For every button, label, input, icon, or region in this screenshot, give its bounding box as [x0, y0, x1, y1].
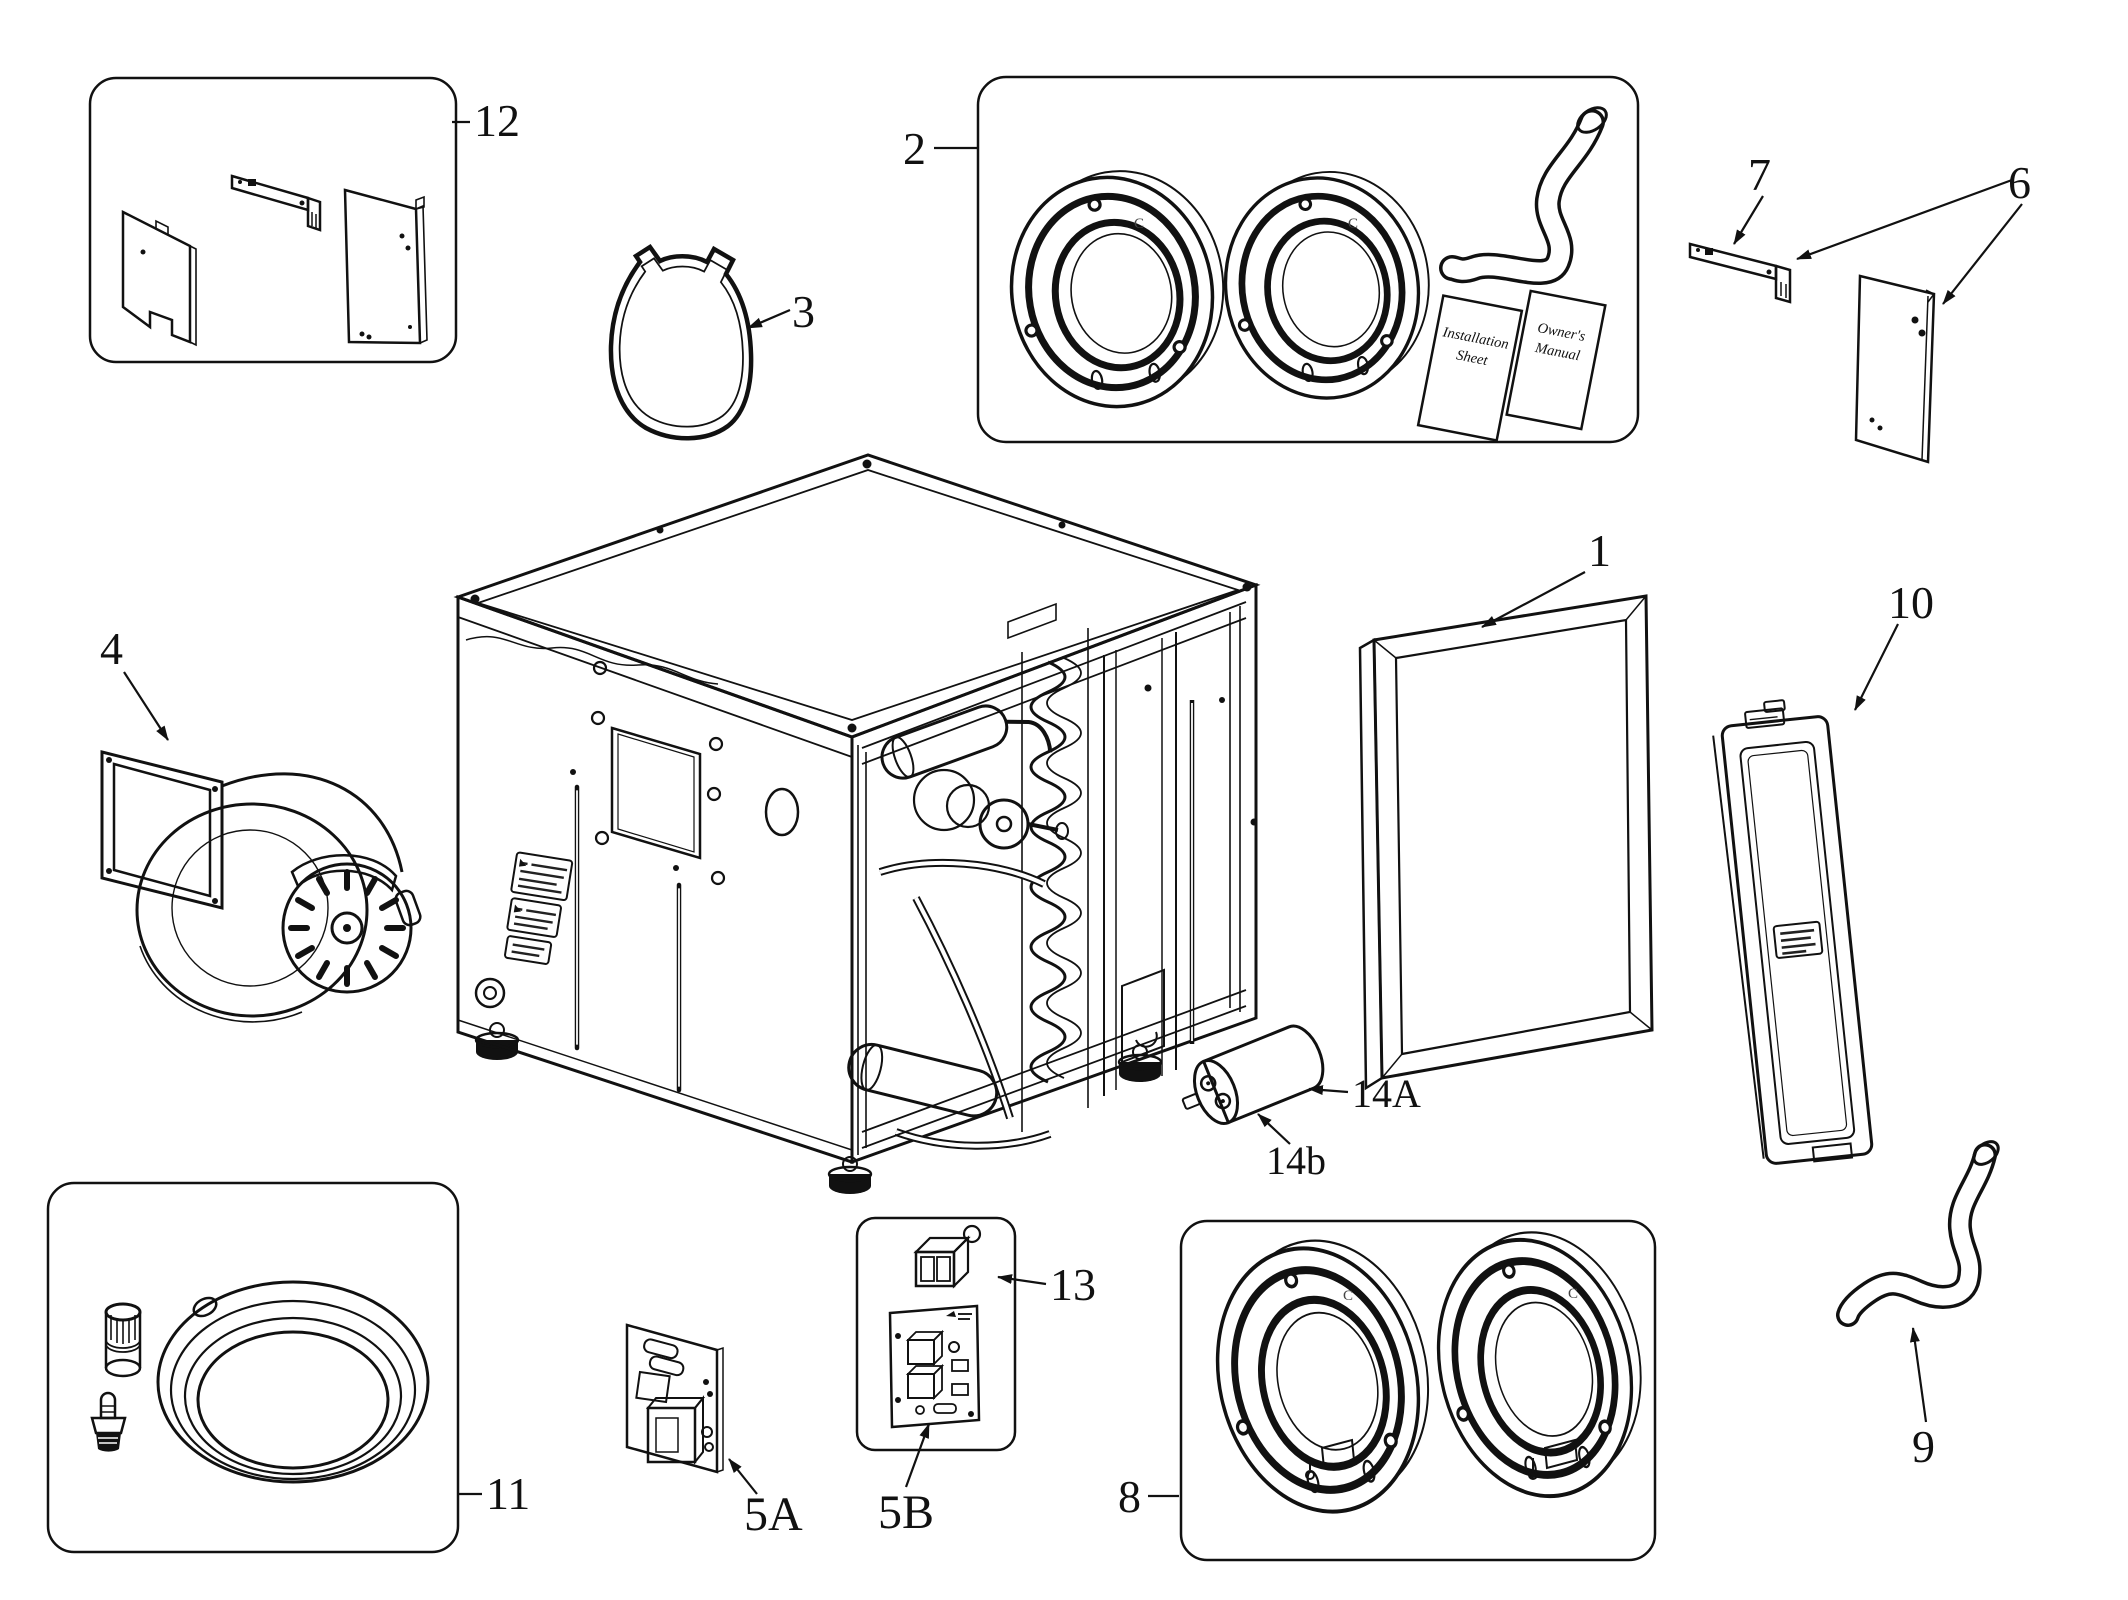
- callout-14b-label: 14b: [1266, 1138, 1326, 1183]
- service-valve: [978, 798, 1069, 850]
- part-1-filter: [1358, 594, 1654, 1091]
- callout-9-label: 9: [1912, 1421, 1935, 1472]
- part-12-bracket: [230, 174, 322, 232]
- door-label: [1772, 920, 1824, 959]
- callout-5a-label: 5A: [744, 1488, 803, 1541]
- part-4-blower: [100, 750, 422, 1023]
- part-8-collar-a-mark: C: [1343, 1288, 1353, 1304]
- callout-13-line: [997, 1274, 1047, 1286]
- part-5a-board: [625, 1323, 724, 1474]
- part-11-drain-fitting: [90, 1391, 127, 1452]
- part-12-left-panel: [121, 209, 197, 347]
- callout-6-line-a: [1796, 178, 2013, 261]
- unit-top-face: [453, 453, 1261, 739]
- callout-10-label: 10: [1888, 577, 1934, 628]
- kit-box-2: C C Installation Sheet Owner's Manual: [976, 75, 1640, 444]
- callout-1-label: 1: [1588, 525, 1611, 576]
- part-5b-board: [888, 1304, 981, 1429]
- callout-4-line: [123, 671, 169, 741]
- blower-inlet-plate: [100, 750, 224, 910]
- callout-8-label: 8: [1118, 1471, 1141, 1522]
- part-2-collar-a: [993, 155, 1242, 422]
- doc-installation-line1: Installation: [1440, 324, 1510, 353]
- kit-box-5b: [855, 1216, 1017, 1452]
- relay-1: [905, 1329, 945, 1367]
- relay-2: [905, 1363, 945, 1401]
- callout-3-line: [747, 308, 791, 330]
- main-unit: [453, 453, 1261, 1194]
- unit-right-bay: [847, 582, 1258, 1165]
- part-11-hose-coil: [156, 1280, 430, 1484]
- evaporator-coil: [1029, 660, 1067, 1084]
- part-2-hose: [1439, 106, 1608, 285]
- part-11-cap-fitting: [104, 1302, 142, 1378]
- callout-6-label: 6: [2008, 157, 2031, 208]
- callout-12-label: 12: [474, 95, 520, 146]
- callout-5a-line: [728, 1458, 758, 1495]
- kit-box-8: C C: [1179, 1212, 1669, 1562]
- part-2-collar-b-mark: C: [1348, 216, 1358, 232]
- callout-11-label: 11: [486, 1468, 530, 1519]
- part-14-capacitor: [1181, 1024, 1325, 1125]
- callout-7-line: [1733, 195, 1764, 245]
- part-7-bracket: [1688, 242, 1792, 304]
- collar-a-tag: [1305, 1438, 1356, 1480]
- callout-14a-label: 14A: [1352, 1071, 1421, 1116]
- unit-square-opening: [610, 726, 702, 860]
- part-8-collar-b-mark: C: [1568, 1286, 1578, 1302]
- part-6-panel: [1854, 274, 1936, 464]
- unit-feet: [474, 1022, 1163, 1194]
- callout-14b-line: [1257, 1113, 1291, 1145]
- doc-installation-line2: Sheet: [1455, 347, 1490, 369]
- blower-motor: [281, 854, 422, 994]
- callout-9-line: [1909, 1327, 1928, 1423]
- part-8-collar-a: [1190, 1220, 1457, 1534]
- callout-2-label: 2: [903, 123, 926, 174]
- part-10-door: [1712, 699, 1874, 1165]
- callout-4-label: 4: [100, 623, 123, 674]
- callout-5b-label: 5B: [878, 1486, 934, 1539]
- part-8-collar-b: [1411, 1212, 1668, 1517]
- part-2-collar-a-mark: C: [1134, 216, 1144, 232]
- callout-13-label: 13: [1050, 1259, 1096, 1310]
- part-3-gasket: [608, 243, 754, 441]
- callout-6-line-b: [1942, 203, 2023, 305]
- kit-box-11: [46, 1181, 460, 1554]
- callout-5b-line: [904, 1423, 931, 1488]
- part-2-collar-b: [1208, 157, 1447, 414]
- callout-10-line: [1854, 623, 1899, 711]
- doc-installation-sheet: Installation Sheet: [1416, 294, 1524, 442]
- callout-3-label: 3: [792, 286, 815, 337]
- callout-14a-line: [1308, 1085, 1349, 1096]
- filter-drier: [880, 704, 1053, 780]
- warning-labels: [504, 851, 574, 965]
- door-latch: [1744, 699, 1786, 729]
- collar-b-tag: [1528, 1438, 1579, 1480]
- part-12-right-panel: [343, 188, 428, 345]
- kit-box-12: [88, 76, 458, 364]
- part-9-hose: [1836, 1140, 2000, 1327]
- part-13-switch: [913, 1224, 982, 1289]
- unit-left-face: [456, 594, 854, 1165]
- transformer: [645, 1395, 706, 1465]
- callout-7-label: 7: [1748, 149, 1771, 200]
- capillary-loop: [912, 768, 976, 832]
- doc-owners-line2: Manual: [1533, 340, 1581, 365]
- callout-1-line: [1481, 571, 1586, 628]
